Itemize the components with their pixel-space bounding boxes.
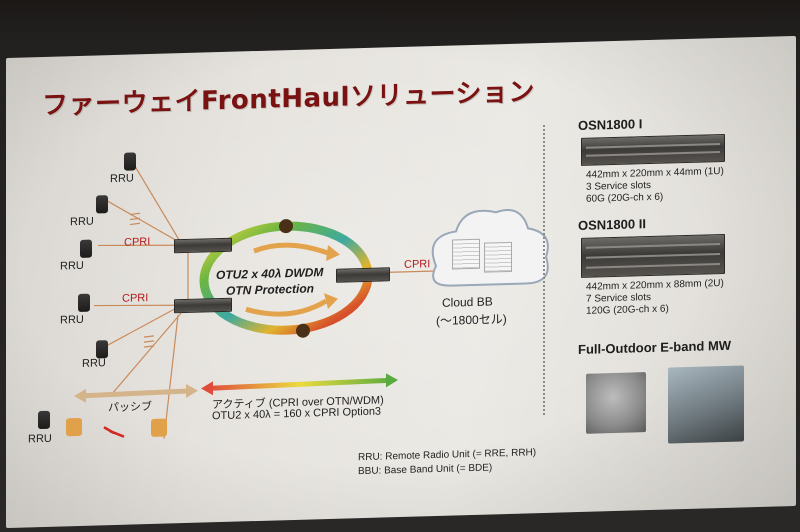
cpri-label: CPRI (124, 235, 151, 249)
slide: ファーウェイFrontHaulソリューション (6, 35, 796, 529)
rru-label: RRU (110, 172, 134, 186)
passive-label: パッシブ (108, 400, 152, 415)
server-stack-icon (484, 241, 512, 273)
server-stack-icon (452, 238, 480, 270)
product-spec: 120G (20G-ch x 6) (586, 303, 669, 317)
rru-label: RRU (60, 313, 84, 327)
product-title-osn1800-1: OSN1800 I (578, 116, 643, 134)
osn1800-1-photo (581, 133, 725, 166)
bbu-device (174, 237, 232, 254)
ring-label-line1: OTU2 x 40λ DWDM (216, 265, 324, 283)
osn1800-2-photo (581, 233, 725, 278)
outdoor-unit-icon (151, 418, 167, 437)
section-divider (543, 124, 545, 416)
rru-icon (124, 152, 136, 171)
cloud-bb-label: Cloud BB (442, 294, 493, 310)
eband-unit-photo (586, 372, 646, 434)
rru-label: RRU (82, 357, 106, 370)
rru-label: RRU (60, 259, 84, 273)
active-arrow (207, 377, 393, 391)
router-icon (296, 323, 310, 338)
eband-install-photo (668, 365, 744, 444)
osn-device (336, 267, 390, 283)
wireless-link-icon (103, 426, 125, 438)
passive-arrow (80, 388, 192, 399)
cpri-label: CPRI (404, 258, 431, 271)
rru-links (93, 159, 436, 439)
bbu-device (174, 297, 232, 314)
rru-label: RRU (28, 432, 52, 446)
ring-label-line2: OTN Protection (226, 281, 315, 298)
cloud-bb-capacity: (〜1800セル) (436, 312, 507, 328)
rru-label: RRU (70, 215, 94, 229)
cpri-label: CPRI (122, 292, 149, 305)
rru-icon (38, 410, 50, 430)
outdoor-unit-icon (66, 417, 82, 437)
product-spec: 60G (20G-ch x 6) (586, 191, 664, 205)
rru-icon (96, 195, 108, 214)
rru-icon (78, 293, 90, 312)
router-icon (279, 219, 293, 234)
rru-icon (96, 340, 108, 359)
rru-icon (80, 239, 92, 258)
product-title-osn1800-2: OSN1800 II (578, 216, 646, 234)
